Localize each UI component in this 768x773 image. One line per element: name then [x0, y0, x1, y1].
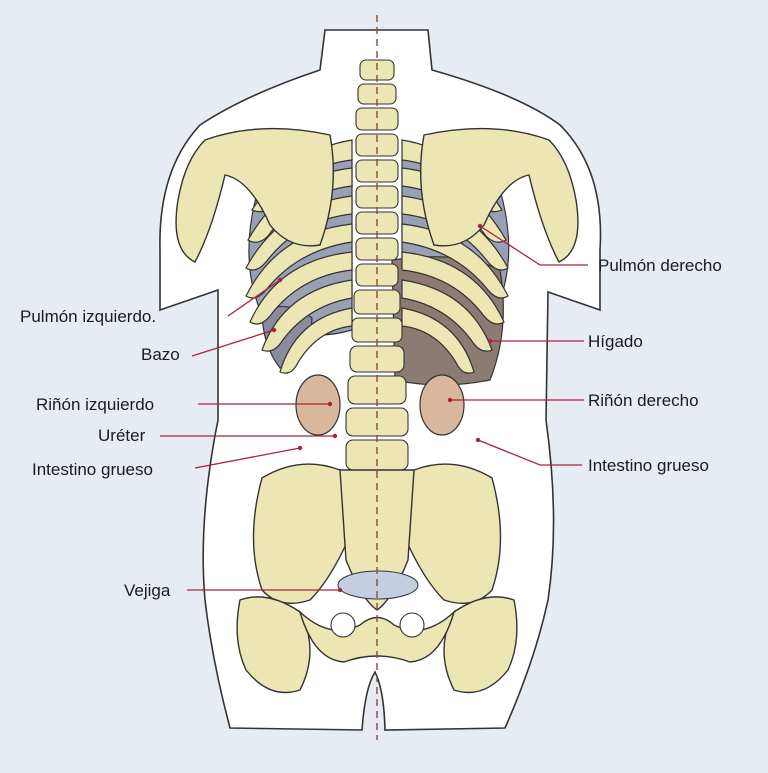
right-scapula — [419, 127, 579, 263]
right-kidney-shape — [419, 374, 465, 436]
spine — [345, 59, 409, 471]
label-spleen: Bazo — [141, 345, 180, 364]
label-bladder: Vejiga — [124, 581, 171, 600]
label-liver: Hígado — [588, 332, 643, 351]
label-right-kidney: Riñón derecho — [588, 391, 699, 410]
bladder-shape — [337, 570, 419, 600]
leader-lines — [160, 225, 588, 591]
label-right-lung: Pulmón derecho — [598, 256, 722, 275]
label-left-kidney: Riñón izquierdo — [36, 395, 155, 414]
right-obturator — [399, 612, 425, 638]
label-large-intestine-left: Intestino grueso — [32, 460, 153, 479]
left-obturator — [330, 612, 356, 638]
label-left-lung: Pulmón izquierdo. — [20, 307, 157, 326]
left-kidney-shape — [295, 374, 341, 436]
leader-arrowheads — [271, 223, 493, 593]
label-large-intestine-right: Intestino grueso — [588, 456, 709, 475]
label-ureter: Uréter — [98, 426, 146, 445]
left-scapula — [175, 127, 335, 263]
